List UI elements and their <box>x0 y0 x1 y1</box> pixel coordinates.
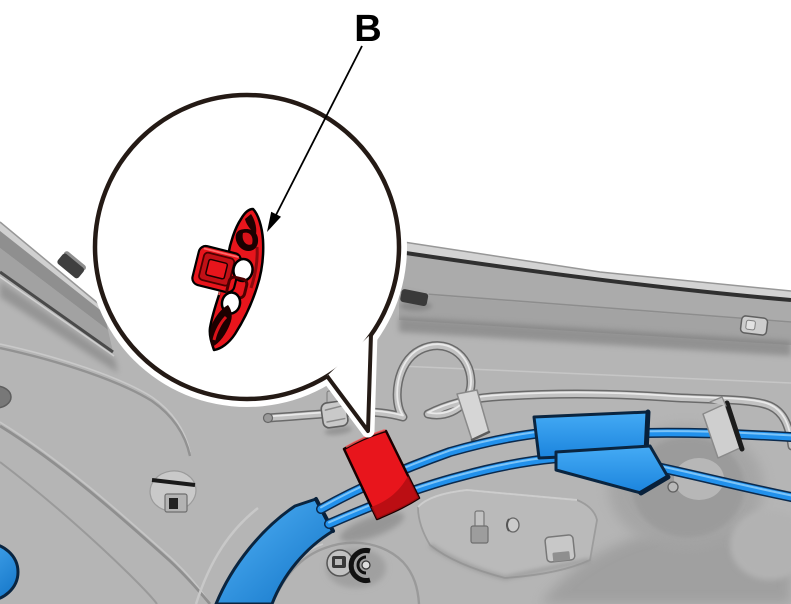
panel-small-hole-left <box>0 385 12 409</box>
harness-branch-lower-right <box>647 461 791 502</box>
callout-label-b: B <box>354 8 381 50</box>
edge-bumper-center <box>400 286 432 311</box>
pocket-clip-stud <box>470 510 489 544</box>
panel-bolt <box>326 548 386 588</box>
pocket-clip-square <box>544 534 576 563</box>
washer-hose <box>262 341 791 451</box>
clip-clamp-block <box>191 244 242 294</box>
panel-contours <box>0 343 421 604</box>
callout-arrow <box>267 45 363 232</box>
clip-hole-upper <box>232 257 254 283</box>
wire-harness-blue <box>214 396 791 604</box>
harness-wrapped-block-lower <box>554 444 671 496</box>
harness-clip-band-red <box>339 429 421 542</box>
panel-hole-with-clip <box>149 470 197 513</box>
callout-tail <box>325 333 373 433</box>
hose-flag-clip <box>456 389 491 442</box>
magnified-harness-clip <box>191 207 265 352</box>
harness-stud <box>667 481 679 493</box>
clip-top-notch <box>245 214 257 234</box>
red-band-shade <box>371 476 419 519</box>
hose-highlight <box>267 343 791 444</box>
harness-tube-lower <box>324 453 563 529</box>
harness-grommet-blue <box>0 544 20 600</box>
panel-pocket <box>417 488 598 581</box>
harness-clip-gray-right <box>702 396 745 459</box>
edge-bumper-left <box>57 251 86 279</box>
hose-body <box>265 342 791 449</box>
harness-wrapped-band-lower-left <box>214 497 335 604</box>
panel-top-edge-left <box>0 221 118 373</box>
edge-clip-right <box>739 315 769 336</box>
harness-tube-upper <box>316 428 547 514</box>
arrowhead <box>267 211 281 232</box>
pocket-grommet <box>506 517 520 533</box>
hose-end-cap <box>262 412 274 424</box>
panel-top-edge-right <box>396 240 791 384</box>
hose-clip <box>320 400 353 435</box>
